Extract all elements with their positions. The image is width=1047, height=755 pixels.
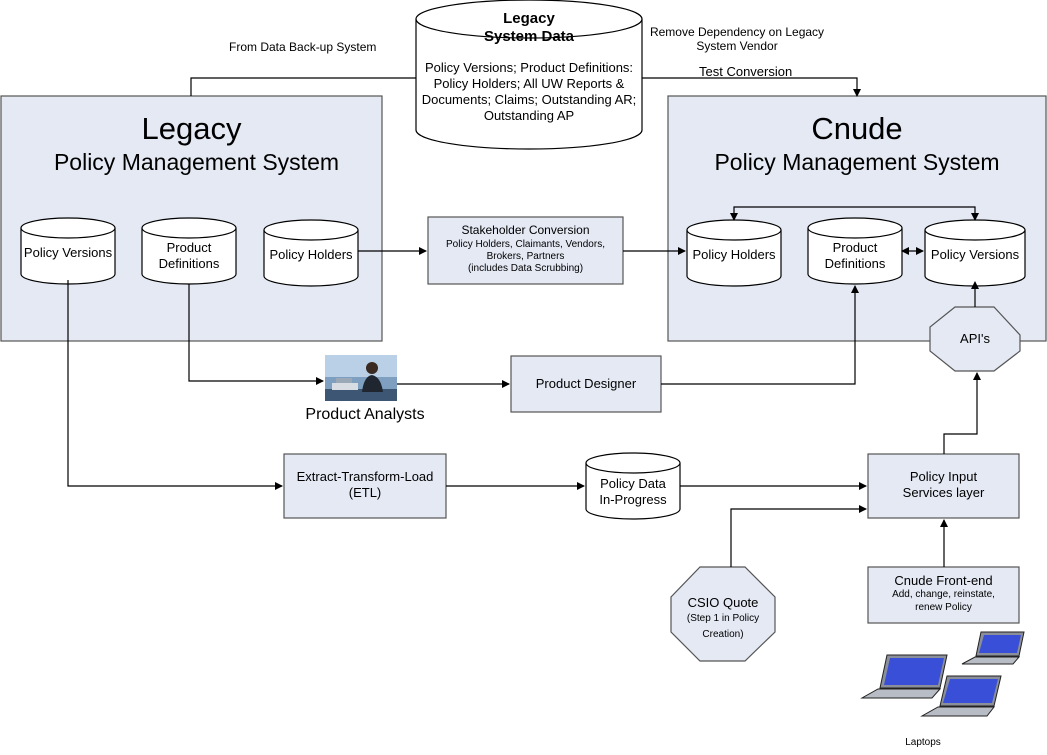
connectors	[67, 77, 981, 567]
cnude-policy-holders-db	[686, 219, 782, 287]
legacy-policy-holders-label: Policy Holders	[269, 247, 353, 262]
policy-input-label: Policy Input Services layer	[868, 469, 1019, 501]
cnude-policy-versions-db	[924, 219, 1026, 287]
cnude-product-definitions-db	[807, 217, 903, 285]
test-conversion-label: Test Conversion	[699, 64, 793, 79]
legacy-data-title-line2: System Data	[483, 28, 575, 45]
cnude-product-definitions-line1: Product	[832, 240, 878, 255]
policy-input-box	[867, 453, 1020, 519]
remove-dependency-line1: Remove Dependency on Legacy	[649, 25, 825, 39]
legacy-data-title: Legacy System Data	[416, 10, 642, 46]
csio-quote-line3: Creation)	[702, 629, 744, 640]
laptop-icon	[961, 631, 1025, 665]
cnude-product-definitions-line2: Definitions	[824, 256, 886, 271]
laptop-icon	[920, 675, 1002, 717]
legacy-data-contents: Policy Versions; Product Definitions: Po…	[406, 60, 652, 124]
legacy-policy-holders-db	[263, 219, 359, 287]
stakeholder-conversion-box	[427, 216, 624, 285]
csio-quote-line1: CSIO Quote	[687, 595, 759, 610]
legacy-data-title-line1: Legacy	[503, 10, 555, 27]
edge-definitions-to-analysts	[188, 284, 324, 385]
etl-label: Extract-Transform-Load (ETL)	[284, 469, 446, 501]
etl-box	[283, 453, 447, 519]
cnude-policy-versions-label: Policy Versions	[930, 247, 1020, 262]
product-designer-label: Product Designer	[535, 376, 637, 391]
policy-input-line2: Services layer	[902, 485, 985, 500]
csio-quote-label: CSIO Quote (Step 1 in Policy Creation)	[671, 595, 775, 643]
cnude-product-definitions-label: Product Definitions	[803, 240, 907, 272]
legacy-product-definitions-line1: Product	[166, 240, 212, 255]
legacy-data-cylinder	[415, 0, 643, 150]
apis-octagon	[929, 306, 1021, 372]
legacy-product-definitions-label: Product Definitions	[137, 240, 241, 272]
laptop-icon	[860, 654, 948, 699]
cnude-policy-holders-label: Policy Holders	[692, 247, 776, 262]
csio-quote-line2: (Step 1 in Policy	[686, 613, 760, 624]
from-backup-label: From Data Back-up System	[229, 40, 377, 54]
edge-designer-to-definitions	[661, 285, 859, 385]
remove-dependency-line2: System Vendor	[696, 39, 778, 53]
etl-line2: (ETL)	[348, 485, 382, 500]
analyst-photo	[325, 355, 397, 401]
edge-holders-versions	[730, 206, 979, 221]
stakeholder-details: Policy Holders, Claimants, Vendors, Brok…	[428, 239, 623, 275]
front-end-title: Cnude Front-end	[894, 573, 993, 588]
product-analysts-label: Product Analysts	[305, 406, 425, 423]
csio-octagon	[670, 566, 776, 662]
legacy-data-line: Policy Holders; All UW Reports &	[433, 76, 625, 91]
front-end-line2: renew Policy	[915, 602, 972, 613]
cnude-title: Cnude	[811, 111, 903, 146]
legacy-policy-versions-label: Policy Versions	[23, 245, 113, 260]
legacy-title: Legacy	[141, 111, 242, 146]
stakeholder-line: (includes Data Scrubbing)	[467, 263, 584, 274]
edge-test-conversion	[642, 77, 861, 97]
product-designer-box	[510, 355, 662, 413]
laptops-label: Laptops	[905, 737, 941, 748]
apis-label: API's	[960, 331, 990, 346]
policy-data-line1: Policy Data	[600, 476, 666, 491]
stakeholder-line: Brokers, Partners	[486, 251, 565, 262]
edge-versions-to-etl	[67, 280, 283, 490]
legacy-policy-versions-db	[20, 217, 116, 285]
legacy-data-line: Outstanding AP	[483, 108, 575, 123]
policy-input-line1: Policy Input	[909, 469, 978, 484]
policy-data-db	[585, 452, 681, 520]
edge-legacy-to-data	[190, 77, 416, 96]
edge-input-to-api	[943, 372, 981, 454]
legacy-data-line: Policy Versions; Product Definitions:	[424, 60, 634, 75]
legacy-subtitle: Policy Management System	[53, 149, 340, 175]
legacy-product-definitions-line2: Definitions	[158, 256, 220, 271]
edge-csio-to-input	[730, 505, 867, 567]
legacy-data-line: Documents; Claims; Outstanding AR;	[421, 92, 637, 107]
front-end-box	[867, 566, 1020, 624]
etl-line1: Extract-Transform-Load	[296, 469, 434, 484]
cnude-subtitle: Policy Management System	[714, 149, 1000, 175]
stakeholder-line: Policy Holders, Claimants, Vendors,	[446, 239, 605, 250]
remove-dependency-label: Remove Dependency on Legacy System Vendo…	[646, 25, 828, 53]
policy-data-label: Policy Data In-Progress	[581, 476, 685, 508]
front-end-line1: Add, change, reinstate,	[892, 589, 995, 600]
policy-data-line2: In-Progress	[599, 492, 667, 507]
front-end-label: Cnude Front-end Add, change, reinstate, …	[868, 574, 1019, 614]
stakeholder-title: Stakeholder Conversion	[461, 223, 590, 237]
